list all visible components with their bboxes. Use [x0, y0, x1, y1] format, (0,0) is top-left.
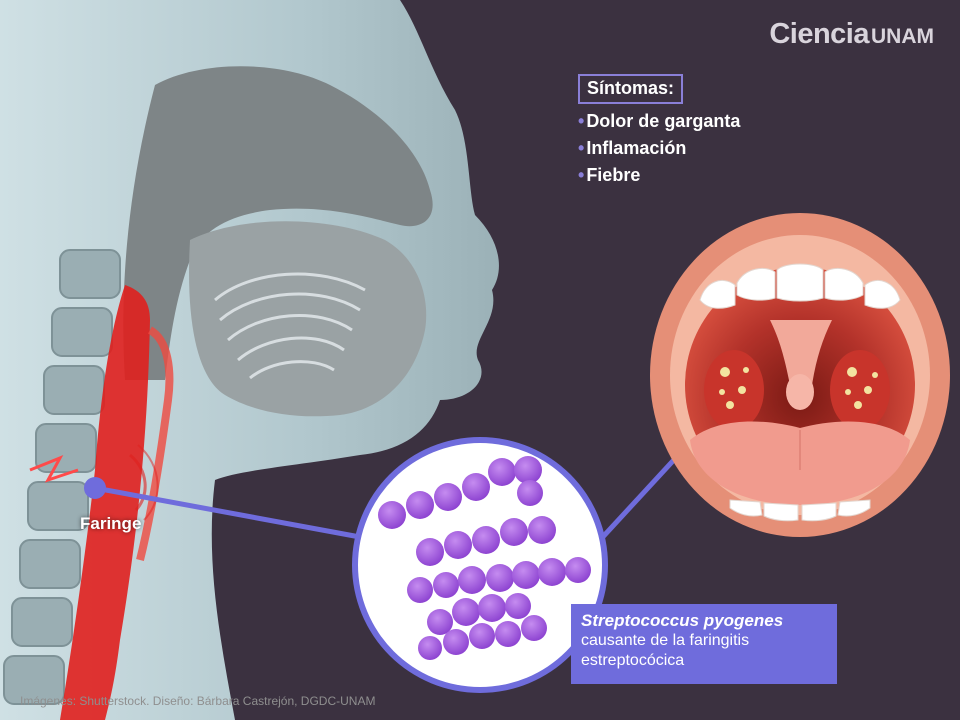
brand-logo: CienciaUNAM [769, 18, 934, 51]
bacteria-chains [378, 456, 591, 660]
bacteria-description-line2: estreptocócica [581, 652, 685, 669]
symptom-label: Inflamación [586, 138, 687, 158]
symptom-item: •Dolor de garganta [578, 108, 740, 135]
bacteria-description-line1: causante de la faringitis [581, 632, 750, 649]
tongue-cavity [189, 221, 427, 417]
symptom-label: Dolor de garganta [586, 111, 741, 131]
spine [3, 249, 121, 705]
bacteria-caption: Streptococcus pyogenes causante de la fa… [571, 604, 837, 684]
bullet-icon: • [578, 138, 585, 158]
symptom-label: Fiebre [586, 165, 641, 185]
bacteria-name: Streptococcus pyogenes [581, 611, 784, 630]
bullet-icon: • [578, 111, 585, 131]
symptoms-list: •Dolor de garganta •Inflamación •Fiebre [578, 108, 740, 189]
symptom-item: •Inflamación [578, 135, 740, 162]
brand-name: Ciencia [769, 18, 869, 50]
pharynx-label: Faringe [80, 514, 142, 533]
pharynx-connector [94, 485, 361, 540]
image-credits: Imágenes: Shutterstock. Diseño: Bárbara … [20, 694, 376, 708]
symptom-item: •Fiebre [578, 162, 740, 189]
bullet-icon: • [578, 165, 585, 185]
symptoms-title: Síntomas: [578, 74, 684, 104]
pharynx-marker [84, 477, 106, 499]
brand-suffix: UNAM [871, 25, 934, 48]
open-mouth [650, 213, 950, 537]
symptoms-panel: Síntomas: •Dolor de garganta •Inflamació… [578, 74, 740, 189]
pharynx-highlight [60, 285, 150, 720]
nasal-cavity [123, 66, 433, 380]
